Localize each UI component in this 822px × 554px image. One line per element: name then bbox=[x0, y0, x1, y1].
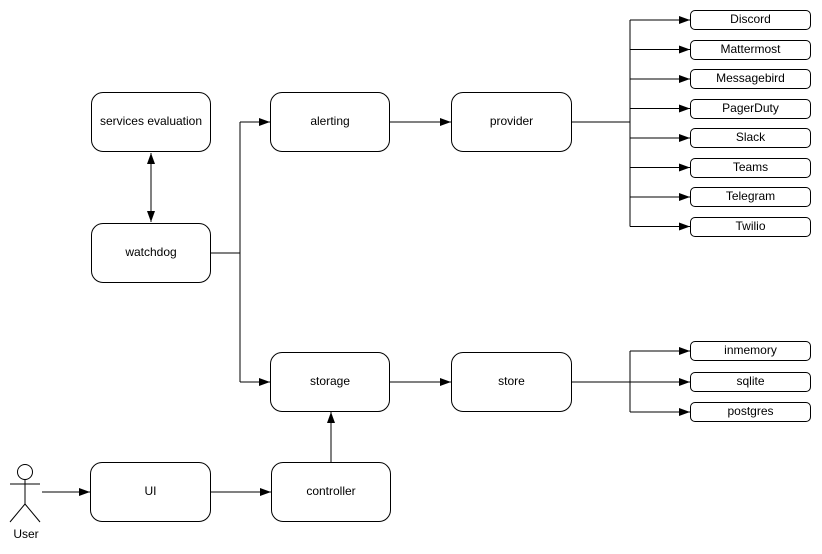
node-alerting[interactable]: alerting bbox=[270, 92, 390, 152]
node-storage[interactable]: storage bbox=[270, 352, 390, 412]
user-actor-icon[interactable] bbox=[9, 464, 41, 523]
node-store-inmemory[interactable]: inmemory bbox=[690, 341, 811, 361]
node-watchdog[interactable]: watchdog bbox=[91, 223, 211, 283]
node-controller[interactable]: controller bbox=[271, 462, 391, 522]
user-actor-label: User bbox=[13, 527, 39, 541]
node-provider-pagerduty[interactable]: PagerDuty bbox=[690, 98, 811, 119]
node-provider[interactable]: provider bbox=[451, 92, 572, 152]
node-store[interactable]: store bbox=[451, 352, 572, 412]
node-provider-slack[interactable]: Slack bbox=[690, 128, 811, 148]
node-ui[interactable]: UI bbox=[90, 462, 211, 522]
node-store-postgres[interactable]: postgres bbox=[690, 402, 811, 422]
node-store-sqlite[interactable]: sqlite bbox=[690, 372, 811, 392]
node-services-evaluation[interactable]: services evaluation bbox=[91, 92, 211, 152]
node-provider-twilio[interactable]: Twilio bbox=[690, 216, 811, 237]
node-provider-mattermost[interactable]: Mattermost bbox=[690, 39, 811, 60]
node-provider-teams[interactable]: Teams bbox=[690, 157, 811, 178]
node-provider-telegram[interactable]: Telegram bbox=[690, 187, 811, 207]
node-provider-discord[interactable]: Discord bbox=[690, 10, 811, 30]
node-provider-messagebird[interactable]: Messagebird bbox=[690, 69, 811, 89]
